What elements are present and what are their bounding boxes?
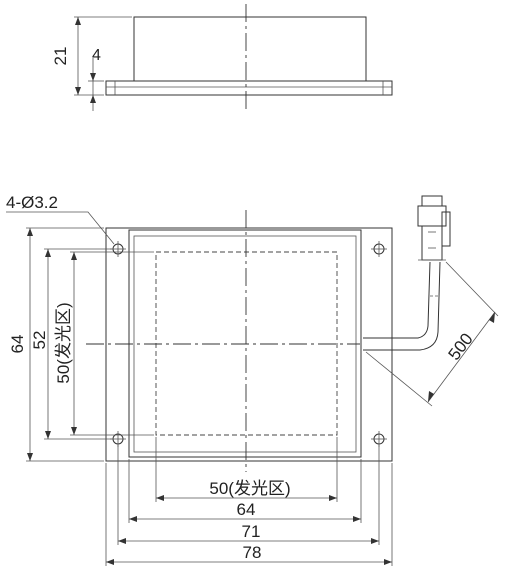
cable-length-dimension-line (427, 311, 496, 403)
flange-label: 4 (92, 47, 101, 64)
side-view-body (133, 16, 367, 82)
side-height-label: 21 (51, 47, 70, 66)
front-frame (128, 229, 362, 458)
hole-callout-label: 4-Ø3.2 (6, 193, 58, 212)
cable-length-label: 500 (444, 330, 476, 364)
side-view-flange (105, 80, 393, 96)
height-emit-label: 50(发光区) (54, 302, 73, 383)
mounting-holes (110, 241, 387, 447)
front-outer-plate (105, 227, 393, 462)
height-outer-label: 64 (8, 335, 27, 354)
width-inner-label: 64 (237, 500, 256, 519)
emitting-area (155, 251, 338, 436)
cable-connector (417, 195, 451, 261)
front-view: 4-Ø3.2 64 52 50(发光区) (6, 193, 499, 566)
width-outer-label: 78 (243, 543, 262, 562)
hole-callout-leader (6, 211, 115, 245)
cable (363, 261, 441, 351)
side-view: 21 4 (51, 4, 393, 112)
width-mid-label: 71 (242, 522, 261, 541)
width-emit-label: 50(发光区) (209, 479, 290, 498)
height-inner-label: 52 (30, 331, 49, 350)
